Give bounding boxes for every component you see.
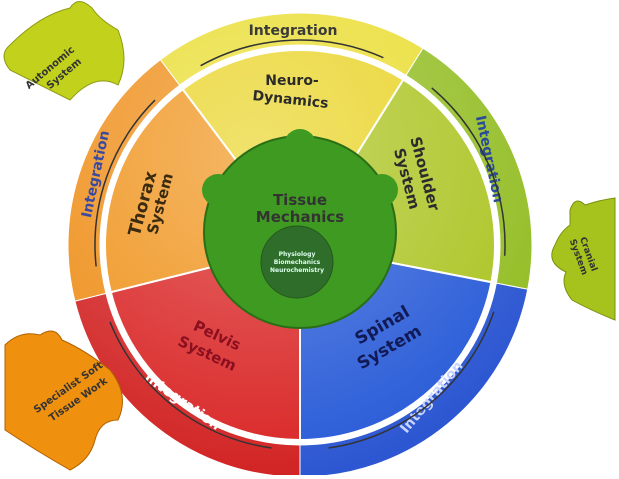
integration-arrow-shoulder xyxy=(431,87,506,256)
autonomic-system-piece: Autonomic System xyxy=(3,1,125,101)
center-title-2: Mechanics xyxy=(256,208,345,226)
neuro-label-2: Dynamics xyxy=(252,88,329,112)
center-tab-top xyxy=(284,129,316,161)
specialist-soft-tissue-piece: Specialist Soft Tissue Work xyxy=(4,330,123,471)
center-tab-right xyxy=(366,174,398,206)
integration-label-top: Integration xyxy=(249,23,338,39)
core-circle xyxy=(260,225,334,299)
integration-arrows xyxy=(94,39,506,449)
core-line-biomechanics: Biomechanics xyxy=(274,259,321,266)
integration-arrow-thorax xyxy=(94,99,156,267)
center-tab-left xyxy=(202,174,234,206)
integration-arrow-neuro xyxy=(200,39,384,67)
neuro-label-1: Neuro- xyxy=(265,73,319,89)
center-title-1: Tissue xyxy=(273,191,327,209)
integration-arrow-spinal xyxy=(328,311,495,449)
cranial-system-piece: Cranial System xyxy=(551,197,616,321)
core-line-physiology: Physiology xyxy=(279,251,316,258)
tissue-mechanics-center: Tissue Mechanics Physiology Biomechanics… xyxy=(202,129,398,329)
core-line-neurochemistry: Neurochemistry xyxy=(270,267,324,274)
integration-arrow-pelvis xyxy=(109,321,272,449)
